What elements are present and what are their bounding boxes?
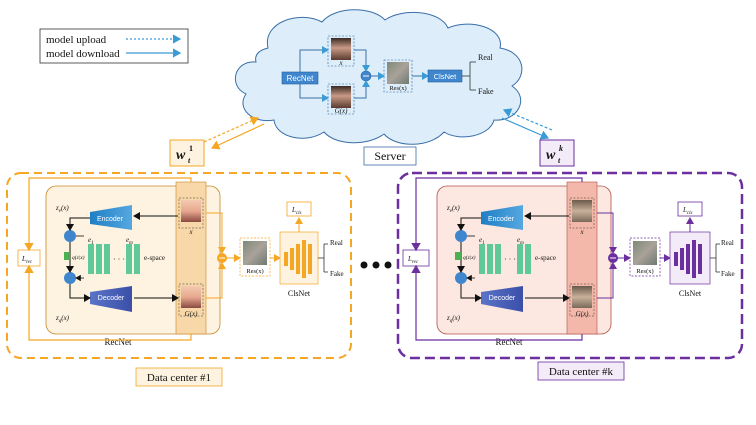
svg-text:q(z|x): q(z|x) [463,254,476,261]
svg-text:Decoder: Decoder [98,295,125,302]
server-label-box [363,146,417,166]
centerk-ze-label: ze(x) [446,204,460,214]
centerk-qz-marker [455,252,461,260]
server-cloud [235,9,523,145]
svg-text:w: w [176,148,186,163]
weight-wk: w t k [539,139,575,167]
data-center-1: RecNet x G(x) Encoder Decoder ze(x) zq(x… [6,172,352,359]
server-res-label: Res(x) [389,85,406,92]
server-fake-label: Fake [478,87,494,96]
legend-upload-label: model upload [46,34,107,46]
centerk-lcls-box [677,201,703,217]
centerk-res-image [633,241,657,265]
server-gx-label: G(x) [335,107,348,115]
svg-text:G(x): G(x) [576,310,589,318]
svg-text:t: t [558,156,561,165]
center1-qz-marker [64,252,70,260]
svg-text:Lrec: Lrec [21,255,33,265]
center1-recnet-label: RecNet [105,337,132,347]
svg-text:Real: Real [330,239,343,247]
svg-text:t: t [188,156,191,165]
svg-text:x: x [188,228,193,236]
center1-face-x [181,200,201,222]
svg-text:w: w [546,148,556,163]
center1-lcls-box [286,201,312,217]
server-face-x [331,38,351,60]
center1-ze-label: ze(x) [55,204,69,214]
server-label: Server [374,149,405,163]
centerk-face-x [572,200,592,222]
centerk-label: Data center #k [549,366,614,378]
svg-text:· · ·: · · · [504,255,516,264]
svg-text:RecNet: RecNet [496,337,523,347]
server-res-image [387,62,409,84]
center1-ze-node [64,230,76,242]
svg-text:Lcls: Lcls [291,206,302,216]
legend-download-label: model download [46,48,120,60]
svg-text:em: em [126,236,133,246]
centerk-zq-node [455,272,467,284]
data-center-k: RecNet x G(x) Encoder Decoder ze(x) zq(x… [396,171,744,360]
svg-text:ClsNet: ClsNet [679,289,702,298]
centerk-encoder [481,205,523,230]
center1-decoder [90,286,132,312]
svg-text:Fake: Fake [330,270,344,278]
server-clsnet-label: ClsNet [434,72,457,81]
centerk-zq-label: zq(x) [446,314,461,324]
center1-espace: · · · e1 em [88,236,140,274]
svg-text:· · ·: · · · [113,255,125,264]
svg-text:e-space: e-space [535,254,556,262]
svg-text:Real: Real [721,239,734,247]
center1-zq-node [64,272,76,284]
svg-text:q(z|x): q(z|x) [72,254,85,261]
center1-clsnet [279,231,319,285]
server-internals: RecNet x G(x) Res(x) ClsNet Real Fake [281,35,494,115]
svg-text:x: x [579,228,584,236]
centerk-border [396,171,744,360]
svg-text:Encoder: Encoder [488,216,515,223]
center1-face-gx [181,286,201,308]
upload-arrow-centerk [502,108,553,131]
center1-encoder [90,205,132,230]
svg-text:Res(x): Res(x) [246,268,263,275]
svg-text:k: k [559,144,563,153]
svg-text:e1: e1 [88,236,94,246]
center1-espace-label: e-space [144,254,165,262]
svg-text:ClsNet: ClsNet [288,289,311,298]
center1-border [6,172,352,359]
ellipsis-dots [360,261,392,269]
svg-text:e1: e1 [479,236,485,246]
centerk-espace: · · · e1 em [479,236,531,274]
svg-text:Fake: Fake [721,270,735,278]
svg-text:Encoder: Encoder [97,216,124,223]
svg-text:em: em [517,236,524,246]
server-real-label: Real [478,53,493,62]
server-face-gx [331,86,351,108]
server-x-label: x [338,59,343,67]
svg-text:Lrec: Lrec [407,255,419,265]
download-arrow-center1 [210,123,265,150]
download-arrow-centerk [501,117,550,140]
legend: model upload model download [39,28,189,64]
centerk-ze-node [455,230,467,242]
center1-zq-label: zq(x) [55,314,70,324]
server-recnet-label: RecNet [287,74,314,83]
svg-text:Res(x): Res(x) [636,268,653,275]
centerk-face-gx [572,286,592,308]
weight-w1: w t 1 [169,139,205,167]
center1-res-image [243,241,267,265]
centerk-clsnet [669,231,711,285]
svg-text:1: 1 [189,144,193,153]
center1-label: Data center #1 [147,372,211,384]
svg-text:Decoder: Decoder [489,295,516,302]
svg-text:G(x): G(x) [185,310,198,318]
center1-label-box [135,367,223,387]
svg-text:Lcls: Lcls [682,206,693,216]
centerk-decoder [481,286,523,312]
centerk-label-box [537,361,625,381]
